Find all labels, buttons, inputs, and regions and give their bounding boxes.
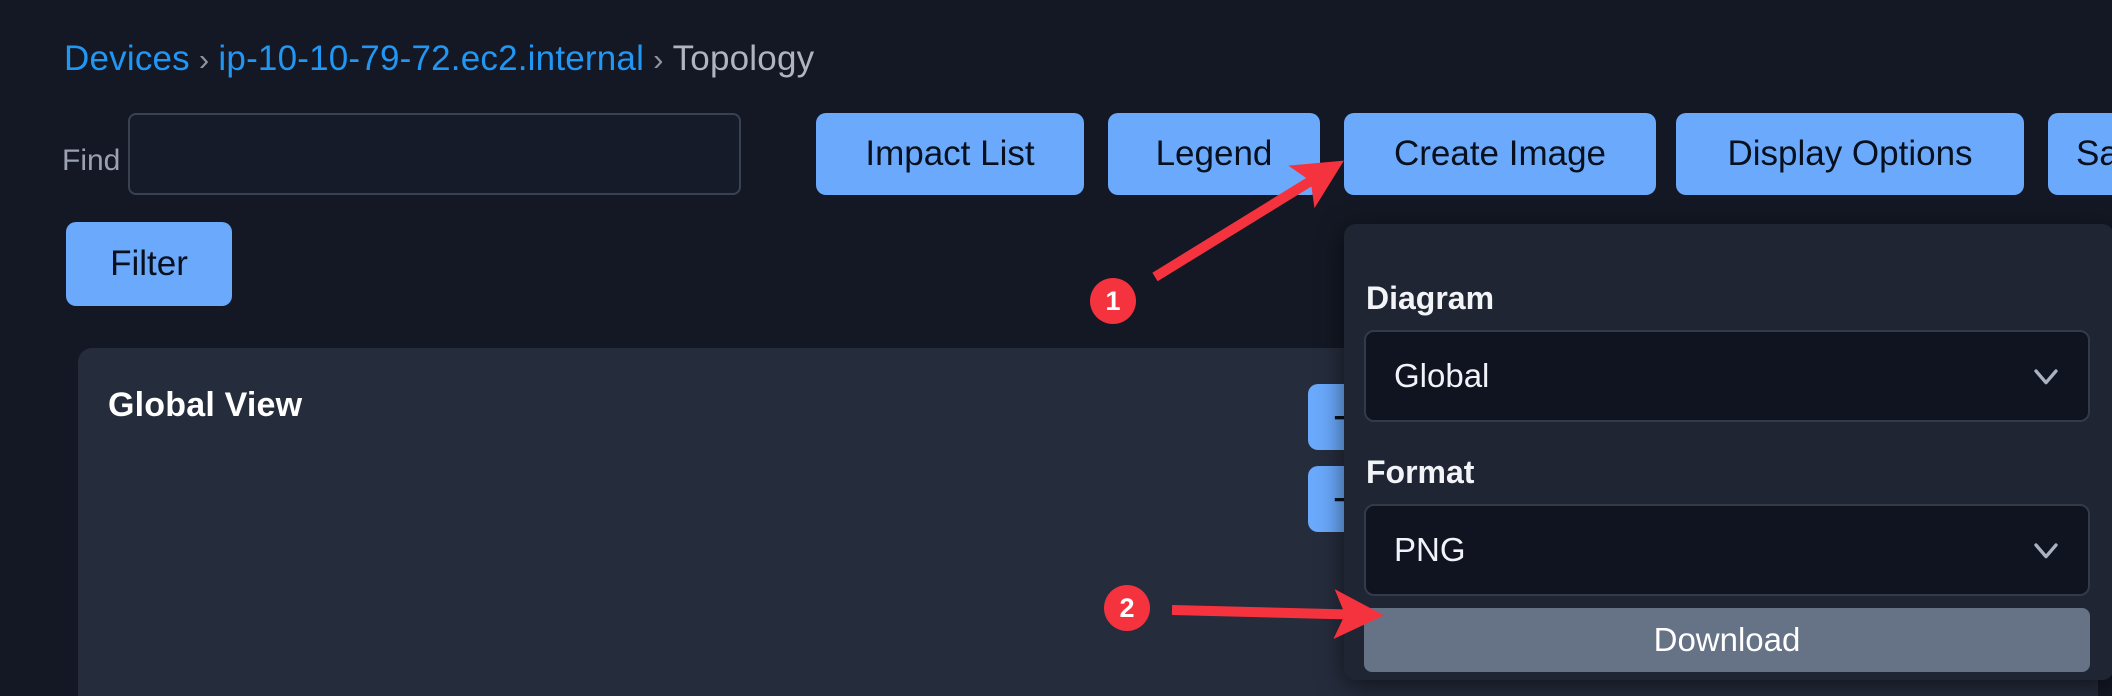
create-image-dropdown-panel: Diagram Global Format PNG Download [1344,224,2112,680]
save-button-clipped[interactable]: Sa [2048,113,2112,195]
display-options-button[interactable]: Display Options [1676,113,2024,195]
breadcrumb: Devices›ip-10-10-79-72.ec2.internal›Topo… [64,38,814,81]
format-select-value: PNG [1394,531,1466,568]
find-input[interactable] [128,113,741,195]
format-select[interactable]: PNG [1364,504,2090,596]
global-view-title: Global View [108,386,303,424]
chevron-down-icon [2026,530,2066,570]
download-button[interactable]: Download [1364,608,2090,672]
breadcrumb-item-device[interactable]: ip-10-10-79-72.ec2.internal [218,39,645,78]
chevron-down-icon [2026,356,2066,396]
find-label: Find [62,144,121,177]
filter-button[interactable]: Filter [66,222,232,306]
format-label: Format [1366,454,1475,490]
diagram-select[interactable]: Global [1364,330,2090,422]
breadcrumb-item-devices[interactable]: Devices [64,39,190,78]
breadcrumb-separator-icon: › [198,42,210,77]
breadcrumb-separator-icon: › [653,42,664,77]
diagram-label: Diagram [1366,280,1495,316]
annotation-badge-1: 1 [1090,278,1136,324]
breadcrumb-item-topology: Topology [672,39,815,78]
diagram-select-value: Global [1394,357,1490,394]
legend-button[interactable]: Legend [1108,113,1320,195]
impact-list-button[interactable]: Impact List [816,113,1084,195]
create-image-button[interactable]: Create Image [1344,113,1656,195]
